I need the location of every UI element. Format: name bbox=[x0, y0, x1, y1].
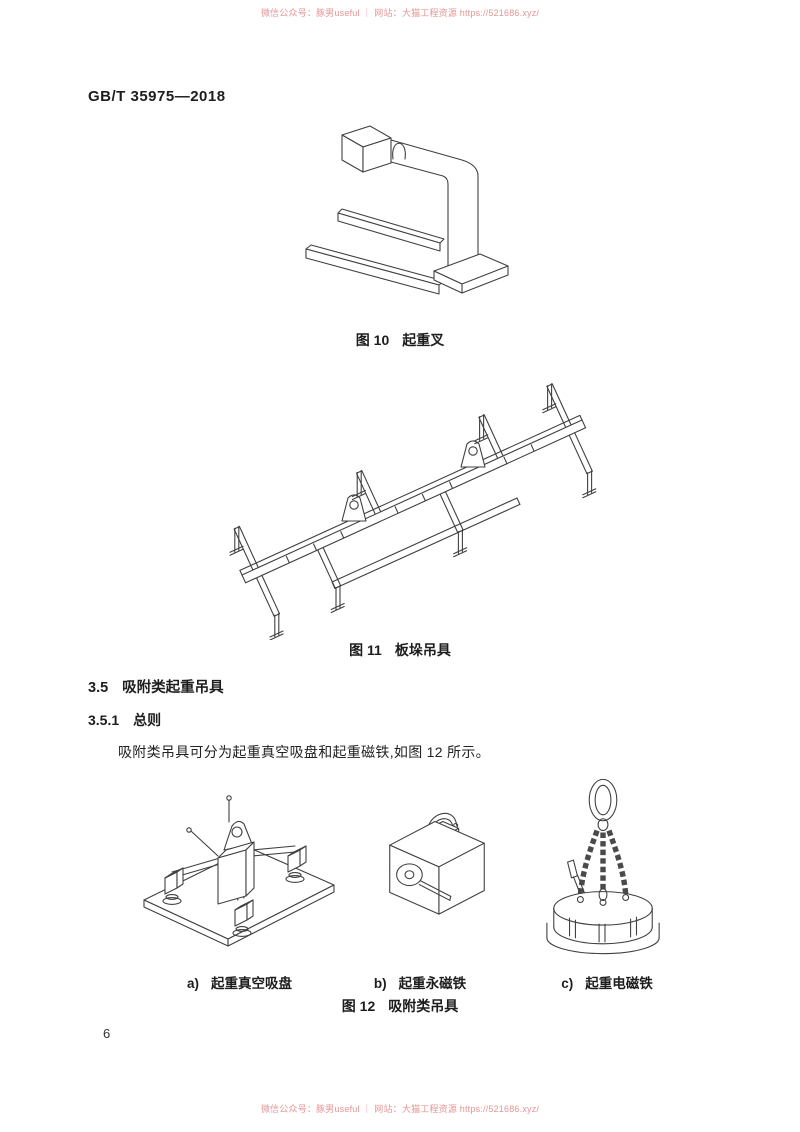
figure-11-drawing bbox=[182, 350, 642, 640]
figure-12-title: 吸附类吊具 bbox=[388, 998, 459, 1014]
cross-arm bbox=[351, 469, 382, 515]
top-watermark: 微信公众号：豚男useful ｜ 网站：大猫工程资源 https://52168… bbox=[260, 8, 540, 18]
figure-12-caption: 图 12 吸附类吊具 bbox=[0, 996, 800, 1016]
figure-12a-title: 起重真空吸盘 bbox=[211, 976, 292, 991]
figure-10-drawing bbox=[292, 113, 517, 313]
chain bbox=[606, 829, 629, 894]
permanent-magnet-illustration bbox=[389, 812, 485, 915]
figure-12a-drawing bbox=[132, 778, 347, 968]
figure-12c-title: 起重电磁铁 bbox=[585, 976, 653, 991]
hook-loop bbox=[392, 142, 406, 160]
figure-11-label: 图 11 bbox=[349, 642, 382, 658]
figure-12c-label: c) bbox=[561, 976, 574, 991]
section-3-5-title: 吸附类起重吊具 bbox=[122, 680, 224, 696]
cross-arm bbox=[317, 546, 345, 614]
cross-arm bbox=[568, 432, 597, 499]
figure-12-label: 图 12 bbox=[341, 998, 376, 1014]
body-paragraph: 吸附类吊具可分为起重真空吸盘和起重磁铁,如图 12 所示。 bbox=[118, 744, 490, 760]
bottom-watermark: 微信公众号：豚男useful ｜ 网站：大猫工程资源 https://52168… bbox=[260, 1104, 540, 1114]
figure-10-caption: 图 10 起重叉 bbox=[0, 330, 800, 350]
section-3-5-1-number: 3.5.1 bbox=[88, 712, 120, 728]
lifting-fork-illustration bbox=[305, 125, 509, 295]
figure-11-title: 板垛吊具 bbox=[394, 642, 451, 658]
suction-tower bbox=[162, 867, 184, 905]
figure-12b-label: b) bbox=[373, 976, 387, 991]
vacuum-lifter-illustration bbox=[143, 795, 335, 947]
suction-tower bbox=[232, 899, 254, 937]
figure-10-title: 起重叉 bbox=[402, 332, 445, 348]
cross-arm bbox=[255, 574, 284, 640]
figure-10-label: 图 10 bbox=[355, 332, 390, 348]
figure-12c-caption: c) 起重电磁铁 bbox=[542, 972, 672, 992]
figure-12b-caption: b) 起重永磁铁 bbox=[355, 972, 485, 992]
suction-tower bbox=[285, 845, 307, 883]
figure-11-caption: 图 11 板垛吊具 bbox=[0, 640, 800, 660]
cross-arm bbox=[439, 491, 468, 558]
electromagnet-illustration bbox=[546, 778, 660, 955]
section-3-5-heading: 3.5 吸附类起重吊具 bbox=[88, 676, 224, 697]
figure-12a-label: a) bbox=[186, 976, 199, 991]
lifting-lug bbox=[460, 440, 486, 468]
chain bbox=[577, 829, 600, 896]
section-3-5-1-title: 总则 bbox=[133, 712, 162, 728]
section-3-5-number: 3.5 bbox=[88, 680, 109, 696]
slab-lifting-beam-illustration bbox=[229, 383, 597, 640]
section-3-5-1-heading: 3.5.1 总则 bbox=[88, 710, 161, 730]
figure-12c-drawing bbox=[540, 772, 668, 962]
cross-arm bbox=[474, 414, 504, 459]
cross-arm bbox=[229, 525, 259, 571]
cross-arm bbox=[542, 383, 572, 428]
figure-12a-caption: a) 起重真空吸盘 bbox=[132, 972, 347, 992]
page-number: 6 bbox=[103, 1026, 111, 1041]
figure-12b-title: 起重永磁铁 bbox=[398, 976, 467, 991]
doc-number: GB/T 35975—2018 bbox=[88, 88, 226, 105]
figure-12b-drawing bbox=[372, 792, 500, 920]
